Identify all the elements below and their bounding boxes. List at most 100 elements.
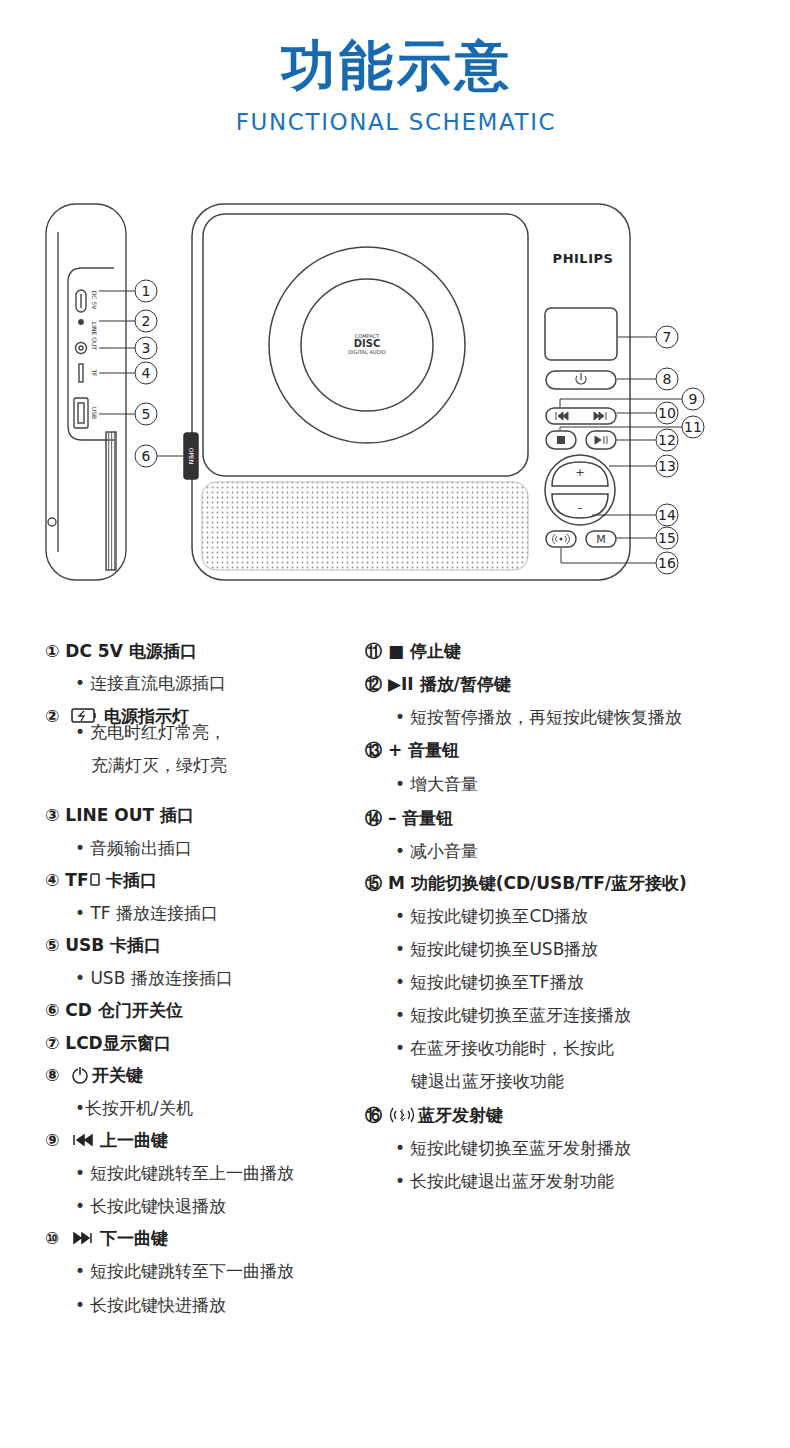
item-heading: ⑯ [365, 1103, 382, 1127]
item-note: • 短按暂停播放，再短按此键恢复播放 [395, 705, 682, 729]
callout-number: 1 [142, 284, 151, 298]
list-icons-part [72, 709, 94, 722]
item-heading: ⑤ USB 卡插口 [45, 933, 161, 957]
callout-circles-part [135, 445, 157, 467]
list-icons-part [94, 713, 96, 718]
callout-circles-part [656, 455, 678, 477]
player-front-part [203, 214, 528, 476]
item-heading: ② [45, 704, 59, 728]
port-label: DC 5V [91, 291, 97, 310]
item-heading: ⑥ CD 仓门开关位 [45, 998, 183, 1022]
player-front-part [553, 534, 570, 544]
leader-lines-part [617, 538, 656, 539]
item-note: • 短按此键切换至蓝牙连接播放 [395, 1003, 631, 1027]
callout-circles-part [682, 416, 704, 438]
item-note: • 短按此键跳转至上一曲播放 [75, 1161, 294, 1185]
side-view [46, 204, 126, 580]
list-icons-part [79, 1067, 81, 1075]
item-heading: ⑪ ■ 停止键 [365, 639, 461, 663]
callout-number: 7 [663, 330, 672, 344]
brand-logo: PHILIPS [553, 252, 614, 265]
player-front-part [546, 408, 616, 424]
item-note: •长按开机/关机 [75, 1096, 193, 1120]
callout-circles-part [656, 552, 678, 574]
leader-lines [99, 291, 682, 563]
item-heading: ⑩ [45, 1226, 59, 1250]
item-note: • 充电时红灯常亮， 充满灯灭，绿灯亮 [75, 716, 235, 782]
player-front-part [546, 431, 576, 449]
disc-logo-text: DISC [354, 339, 381, 349]
player-front-part [192, 204, 630, 580]
player-front-part [546, 531, 576, 547]
item-note: • 短按此键切换至蓝牙发射播放 [395, 1136, 631, 1160]
side-view-part [79, 346, 83, 350]
item-heading: 开关键 [92, 1063, 143, 1087]
title: 功能示意 [281, 39, 513, 93]
callout-number: 14 [658, 508, 676, 522]
callout-circles-part [135, 337, 157, 359]
callout-circles-part [656, 368, 678, 390]
item-heading: ⑬ + 音量钮 [365, 738, 459, 762]
side-view-part [46, 204, 126, 580]
item-note: • 短按此键跳转至下一曲播放 [75, 1259, 294, 1283]
item-note: • USB 播放连接插口 [75, 966, 233, 990]
list-icons-part [400, 1109, 405, 1121]
player-front-part [552, 494, 608, 518]
callout-number: 2 [142, 314, 151, 328]
callout-circles-part [682, 388, 704, 410]
callout-number: 16 [658, 556, 676, 570]
callout-number: 13 [658, 459, 676, 473]
leader-lines-part [561, 548, 656, 563]
player-front-part [269, 247, 465, 443]
callout-number: 4 [142, 366, 151, 380]
item-heading: ⑫ ▶II 播放/暂停键 [365, 672, 511, 696]
player-front-part [202, 482, 528, 570]
item-note: • 长按此键快进播放 [75, 1293, 226, 1317]
item-note: • 减小音量 [395, 839, 478, 863]
port-label: USB [91, 407, 97, 419]
item-note: • 在蓝牙接收功能时，长按此 键退出蓝牙接收功能 [395, 1032, 623, 1098]
item-heading: 卡插口 [106, 868, 157, 892]
item-note: • 长按此键快退播放 [75, 1194, 226, 1218]
player-front-part [545, 308, 617, 360]
disc-logo-text: DIGITAL AUDIO [348, 350, 385, 355]
callout-circles-part [135, 280, 157, 302]
item-heading: ③ LINE OUT 插口 [45, 803, 194, 827]
door-label: OPEN [188, 448, 194, 465]
player-front [184, 204, 630, 580]
list-icons-part [74, 1135, 92, 1145]
side-view-part [78, 403, 84, 423]
player-front-part [301, 279, 433, 411]
player-front-part [560, 538, 563, 541]
item-heading: ⑨ [45, 1128, 59, 1152]
side-view-part [48, 518, 56, 526]
port-label: TF [91, 369, 97, 376]
callout-number: 11 [684, 420, 702, 434]
item-heading: 上一曲键 [100, 1128, 168, 1152]
side-view-part [76, 343, 87, 354]
player-front-part [586, 531, 616, 547]
item-note: • 长按此键退出蓝牙发射功能 [395, 1169, 614, 1193]
callout-circles-part [135, 403, 157, 425]
callout-number: 5 [142, 407, 151, 421]
list-icons-part [74, 1233, 91, 1243]
leader-lines-part [99, 373, 135, 374]
callout-number: 12 [658, 433, 676, 447]
item-note: • 短按此键切换至USB播放 [395, 937, 598, 961]
side-view-part [57, 232, 58, 552]
leader-lines-part [617, 413, 656, 414]
leader-lines-part [618, 337, 656, 338]
leader-lines-part [99, 291, 135, 292]
leader-lines-part [617, 440, 656, 441]
leader-lines-part [617, 379, 656, 380]
callout-circles-part [135, 310, 157, 332]
player-front-part [184, 433, 198, 479]
leader-lines-part [99, 321, 135, 322]
disc-logo-text: COMPACT [355, 334, 379, 339]
button-label: M [596, 534, 606, 545]
player-front-part [557, 436, 565, 444]
callout-number: 10 [658, 406, 676, 420]
callout-number: 9 [689, 392, 698, 406]
